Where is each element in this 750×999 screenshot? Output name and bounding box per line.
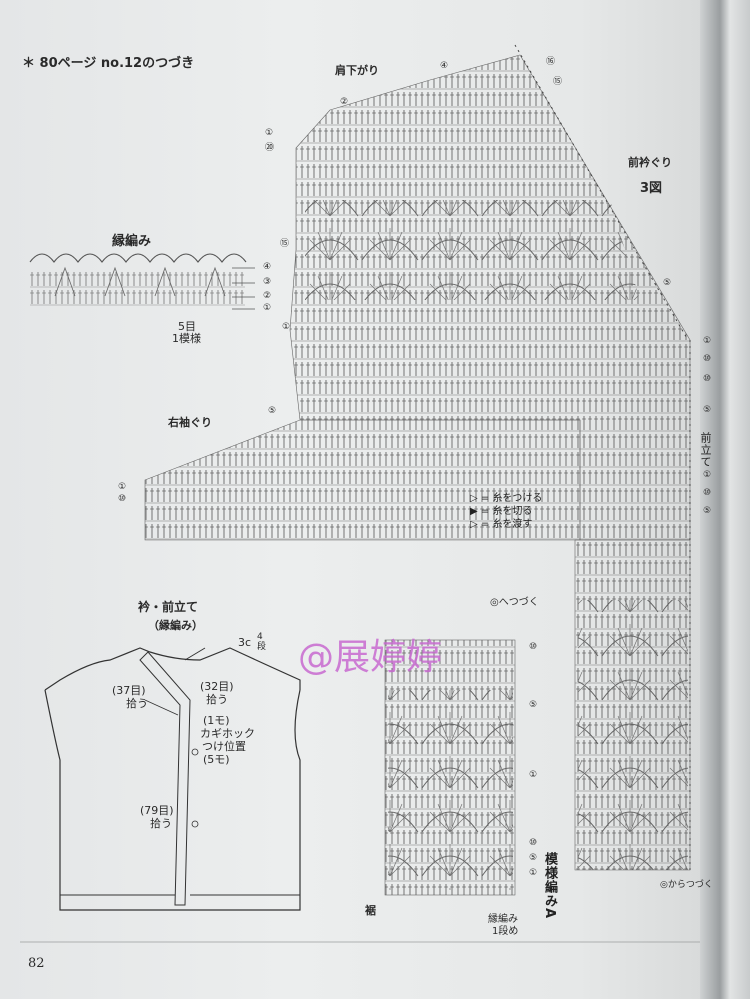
collar-title: 衿・前立て bbox=[138, 600, 199, 614]
book-gutter bbox=[700, 0, 750, 999]
front-row-marker: ① bbox=[703, 470, 712, 480]
edging-row-marker: ② bbox=[263, 291, 272, 301]
row-marker: ⑮ bbox=[553, 77, 563, 87]
legend-symbol: ▷ = bbox=[470, 519, 490, 530]
row-marker: ⑩ bbox=[118, 494, 127, 504]
row-marker: ① bbox=[265, 128, 274, 138]
row-marker: ⑯ bbox=[546, 57, 556, 67]
front-row-marker: ⑩ bbox=[703, 374, 712, 384]
page-header: ＊ 80ページ no.12のつづき bbox=[22, 56, 195, 71]
legend-symbol: ▶ = bbox=[470, 506, 490, 517]
legend-item-cut: ▶ = 糸を切る bbox=[470, 502, 532, 517]
pickup-32-label: (32目) bbox=[200, 680, 234, 693]
watermark-text: @展婷婷 bbox=[298, 637, 443, 678]
page-number: 82 bbox=[28, 956, 45, 971]
legend-item-attach: ▷ = 糸をつける bbox=[470, 489, 542, 504]
pickup-37-sub: 拾う bbox=[126, 697, 148, 710]
pattern-a-label: 模様編みA bbox=[542, 852, 557, 920]
pattern-row-marker: ① bbox=[529, 868, 538, 878]
pattern-row-marker: ① bbox=[529, 770, 538, 780]
chart-fans bbox=[305, 200, 640, 300]
four-rows-label: 4段 bbox=[257, 632, 267, 652]
three-c-label: 3c bbox=[238, 636, 252, 649]
edging-row-marker: ④ bbox=[263, 262, 272, 272]
pattern-row-marker: ⑩ bbox=[529, 838, 538, 848]
front-row-marker: ⑩ bbox=[703, 488, 712, 498]
one-repeat-label: 1模様 bbox=[172, 332, 201, 345]
continue-to-label: ◎へつづく bbox=[490, 597, 539, 608]
collar-subtitle: （縁編み） bbox=[148, 619, 203, 632]
row-marker: ② bbox=[340, 97, 349, 107]
right-armhole-label: 右袖ぐり bbox=[168, 416, 212, 429]
hook-label: カギホック bbox=[200, 727, 255, 740]
five-stitches-label: 5目 bbox=[178, 320, 196, 333]
legend-text: 糸をつける bbox=[492, 493, 543, 504]
pickup-32-sub: 拾う bbox=[206, 693, 228, 706]
row-marker: ⑩ bbox=[703, 354, 712, 364]
pickup-37-label: (37目) bbox=[112, 684, 146, 697]
row-marker: ⑮ bbox=[280, 239, 290, 249]
figure-label: 3図 bbox=[640, 181, 663, 196]
motif-1-label: (1モ) bbox=[203, 714, 230, 727]
front-row-marker: ① bbox=[703, 336, 712, 346]
hook-position-label: つけ位置 bbox=[202, 740, 246, 753]
legend-symbol: ▷ = bbox=[470, 493, 490, 504]
pattern-row-marker: ⑤ bbox=[529, 853, 538, 863]
pattern-row-marker: ⑤ bbox=[529, 700, 538, 710]
legend-text: 糸を渡す bbox=[492, 519, 533, 530]
edging-row-marker: ③ bbox=[263, 277, 272, 287]
row-marker: ④ bbox=[440, 61, 449, 71]
front-band-label: 前立て bbox=[699, 432, 712, 468]
chart-body-armhole bbox=[144, 419, 581, 541]
legend-item-carry: ▷ = 糸を渡す bbox=[470, 515, 532, 530]
shoulder-label: 肩下がり bbox=[335, 64, 379, 77]
front-row-marker: ⑤ bbox=[703, 405, 712, 415]
edging-first-row-label: 1段め bbox=[492, 926, 519, 937]
chart-fans-lower bbox=[578, 600, 688, 870]
pickup-79-sub: 拾う bbox=[150, 817, 172, 830]
row-marker: ⑤ bbox=[663, 278, 672, 288]
row-marker: ⑤ bbox=[268, 406, 277, 416]
pickup-79-label: (79目) bbox=[140, 804, 174, 817]
motif-5-label: (5モ) bbox=[203, 753, 230, 766]
edging-row-marker: ① bbox=[263, 303, 272, 313]
row-marker: ① bbox=[282, 322, 291, 332]
neckline-label: 前衿ぐり bbox=[628, 156, 672, 169]
row-marker: ① bbox=[118, 482, 127, 492]
front-row-marker: ⑤ bbox=[703, 506, 712, 516]
vest-schematic bbox=[44, 647, 301, 911]
row-marker: ⑳ bbox=[265, 143, 275, 153]
edging-row-label: 縁編み bbox=[488, 914, 518, 925]
edging-sample bbox=[29, 253, 247, 308]
pattern-row-marker: ⑩ bbox=[529, 642, 538, 652]
legend-text: 糸を切る bbox=[492, 506, 533, 517]
hem-label: 裾 bbox=[365, 904, 376, 917]
continue-from-label: ◎からつづく bbox=[660, 880, 713, 890]
edging-title: 縁編み bbox=[112, 234, 152, 249]
